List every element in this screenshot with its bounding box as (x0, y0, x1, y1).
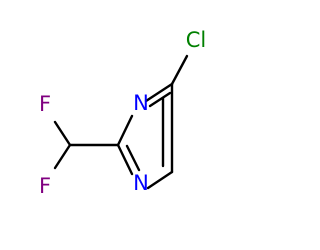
bond-c2-n1 (116, 143, 134, 176)
bond-c4-n3 (144, 82, 174, 103)
bond-group (53, 54, 189, 190)
molecule-structure-diagram: Cl N N F F (39, 28, 206, 198)
bond-c4-n3-second (148, 91, 172, 108)
nitrogen-atom-label-top: N (133, 91, 149, 115)
bond-c4-cl (170, 54, 189, 86)
bond-c2-n1-second (125, 144, 141, 172)
bond-cmethyl-f-bottom (53, 143, 72, 170)
chlorine-atom-label: Cl (186, 28, 207, 52)
bond-n3-c2 (116, 114, 134, 147)
bond-cmethyl-f-top (53, 120, 72, 147)
fluorine-atom-label-bottom: F (39, 174, 51, 198)
nitrogen-atom-label-bottom: N (133, 171, 149, 195)
atom-label-group: Cl N N F F (39, 28, 206, 198)
bond-n1-c6 (146, 170, 174, 190)
fluorine-atom-label-top: F (39, 92, 51, 116)
